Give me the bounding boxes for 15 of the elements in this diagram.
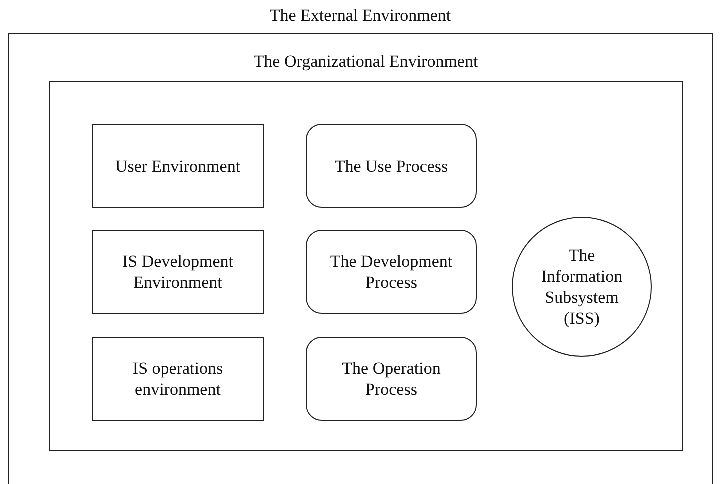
node-label: The Operation Process bbox=[341, 358, 442, 400]
environment-box bbox=[92, 337, 264, 421]
frame-heading: The External Environment bbox=[270, 6, 452, 26]
process-box bbox=[306, 337, 477, 421]
process-box bbox=[306, 230, 477, 314]
environment-box bbox=[92, 230, 264, 314]
environment-box bbox=[92, 124, 264, 208]
node-label: IS operations environment bbox=[132, 358, 224, 400]
node-label: The Information Subsystem (ISS) bbox=[540, 245, 624, 329]
frame-heading: The Organizational Environment bbox=[254, 52, 478, 72]
node-label: The Development Process bbox=[329, 251, 454, 293]
node-label: IS Development Environment bbox=[122, 251, 234, 293]
process-box bbox=[306, 124, 477, 208]
node-label: The Use Process bbox=[334, 156, 448, 176]
node-label: User Environment bbox=[115, 156, 241, 176]
